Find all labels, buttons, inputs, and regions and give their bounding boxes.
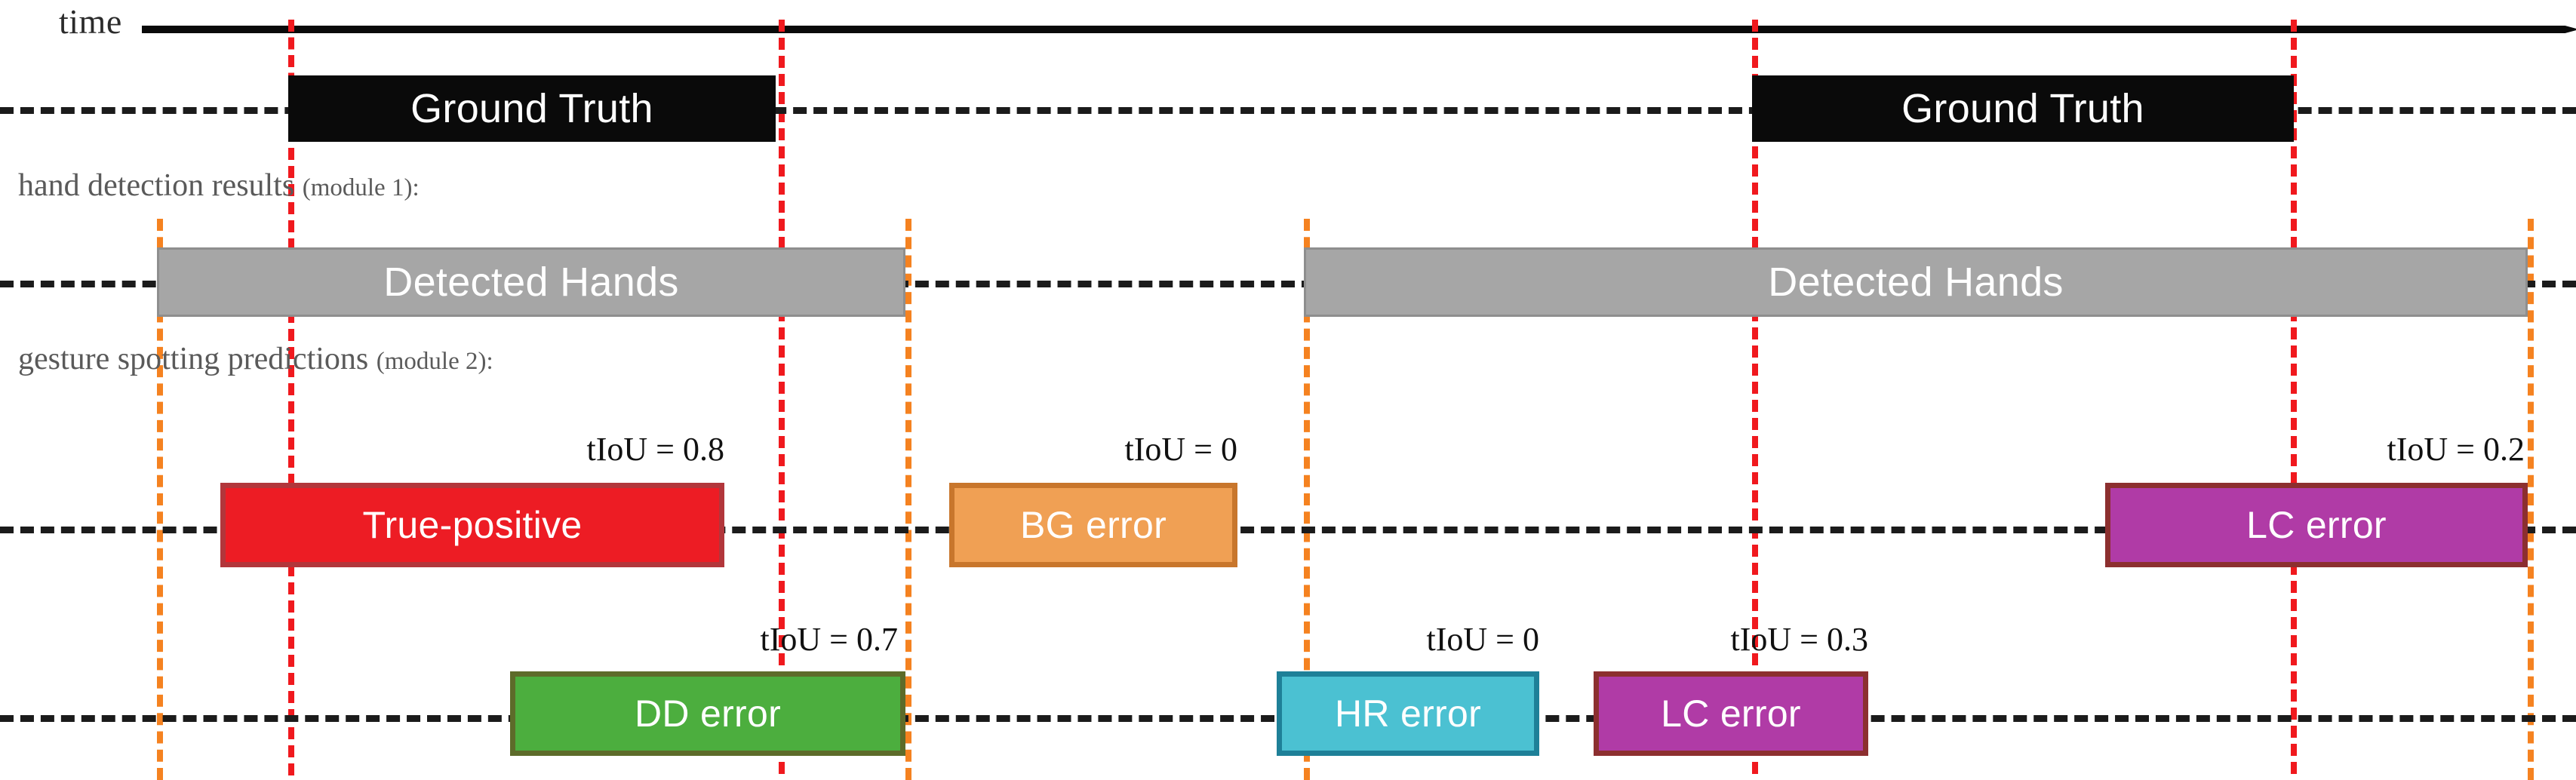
lc-error-segment-1: LC error <box>2105 483 2528 567</box>
module2-caption: gesture spotting predictions (module 2): <box>18 341 493 377</box>
hand-boundary-line-4 <box>2528 219 2534 780</box>
dd-error-segment: DD error <box>510 671 905 756</box>
hr-error-segment: HR error <box>1277 671 1539 756</box>
tiou-label-lc-error-2: tIoU = 0.3 <box>1730 621 1868 658</box>
hand-boundary-line-3 <box>1304 219 1310 780</box>
segment-label: DD error <box>634 692 782 735</box>
segment-label: Detected Hands <box>383 259 679 305</box>
segment-label: LC error <box>1661 692 1801 735</box>
segment-label: LC error <box>2246 504 2387 546</box>
time-axis-label: time <box>59 2 122 41</box>
hand-boundary-line-1 <box>157 219 163 780</box>
ground-truth-segment-2: Ground Truth <box>1752 75 2294 142</box>
module2-caption-text: gesture spotting predictions <box>18 342 377 376</box>
bg-error-segment: BG error <box>949 483 1237 567</box>
predictions-row1-track-line <box>0 527 2576 533</box>
module2-caption-module: (module 2): <box>376 348 493 375</box>
module1-caption-text: hand detection results <box>18 168 303 203</box>
gt-boundary-line-4 <box>2291 20 2297 780</box>
gt-boundary-line-3 <box>1752 20 1758 780</box>
module1-caption-module: (module 1): <box>302 174 420 201</box>
gt-boundary-line-2 <box>779 20 785 780</box>
detected-hands-segment-2: Detected Hands <box>1304 247 2528 317</box>
tiou-label-hr-error: tIoU = 0 <box>1426 621 1539 658</box>
gt-boundary-line-1b <box>288 75 294 780</box>
module1-caption: hand detection results (module 1): <box>18 167 420 204</box>
hand-boundary-line-2 <box>905 219 911 780</box>
lc-error-segment-2: LC error <box>1594 671 1868 756</box>
segment-label: True-positive <box>362 504 583 546</box>
tiou-label-bg-error: tIoU = 0 <box>1124 431 1237 468</box>
segment-label: Ground Truth <box>410 86 653 131</box>
segment-label: Detected Hands <box>1768 259 2064 305</box>
ground-truth-track-line <box>0 107 2576 114</box>
true-positive-segment: True-positive <box>220 483 724 567</box>
segment-label: HR error <box>1334 692 1482 735</box>
segment-label: Ground Truth <box>1901 86 2144 131</box>
gt-boundary-line-1 <box>288 20 294 103</box>
ground-truth-segment-1: Ground Truth <box>288 75 776 142</box>
tiou-label-dd-error: tIoU = 0.7 <box>760 621 898 658</box>
detected-hands-segment-1: Detected Hands <box>157 247 905 317</box>
detected-hands-track-line <box>0 281 2576 287</box>
tiou-label-lc-error-1: tIoU = 0.2 <box>2387 431 2525 468</box>
time-arrow-icon <box>142 26 2576 33</box>
tiou-label-true-positive: tIoU = 0.8 <box>586 431 724 468</box>
segment-label: BG error <box>1019 504 1167 546</box>
